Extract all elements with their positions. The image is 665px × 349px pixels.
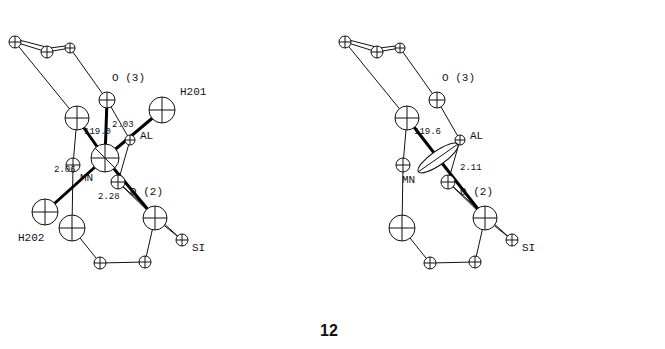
atom-label: H202 [18,232,44,244]
atom-label: O (3) [112,72,145,84]
compound-number: 12 [320,322,338,340]
atom-label: SI [192,242,205,254]
bond-length: 2.06 [54,165,76,175]
bond-angle: 119.0 [84,127,111,137]
mn-bonds [45,100,485,218]
bond-length: 2.03 [112,120,134,130]
atom-label: AL [470,130,483,142]
atom-label: O (3) [442,72,475,84]
atom-label: O (2) [130,186,163,198]
bond-length: 2.28 [98,192,120,202]
bond-angle: 119.6 [414,127,441,137]
atom-label: MN [402,174,415,186]
atoms [9,36,518,269]
atom-label: SI [522,242,535,254]
atom-label: AL [140,130,153,142]
framework-bonds [15,40,512,263]
atom-label: O (2) [460,186,493,198]
bond-length: 2.11 [460,163,482,173]
atom-label: MN [80,172,93,184]
atom-label: H201 [180,86,206,98]
